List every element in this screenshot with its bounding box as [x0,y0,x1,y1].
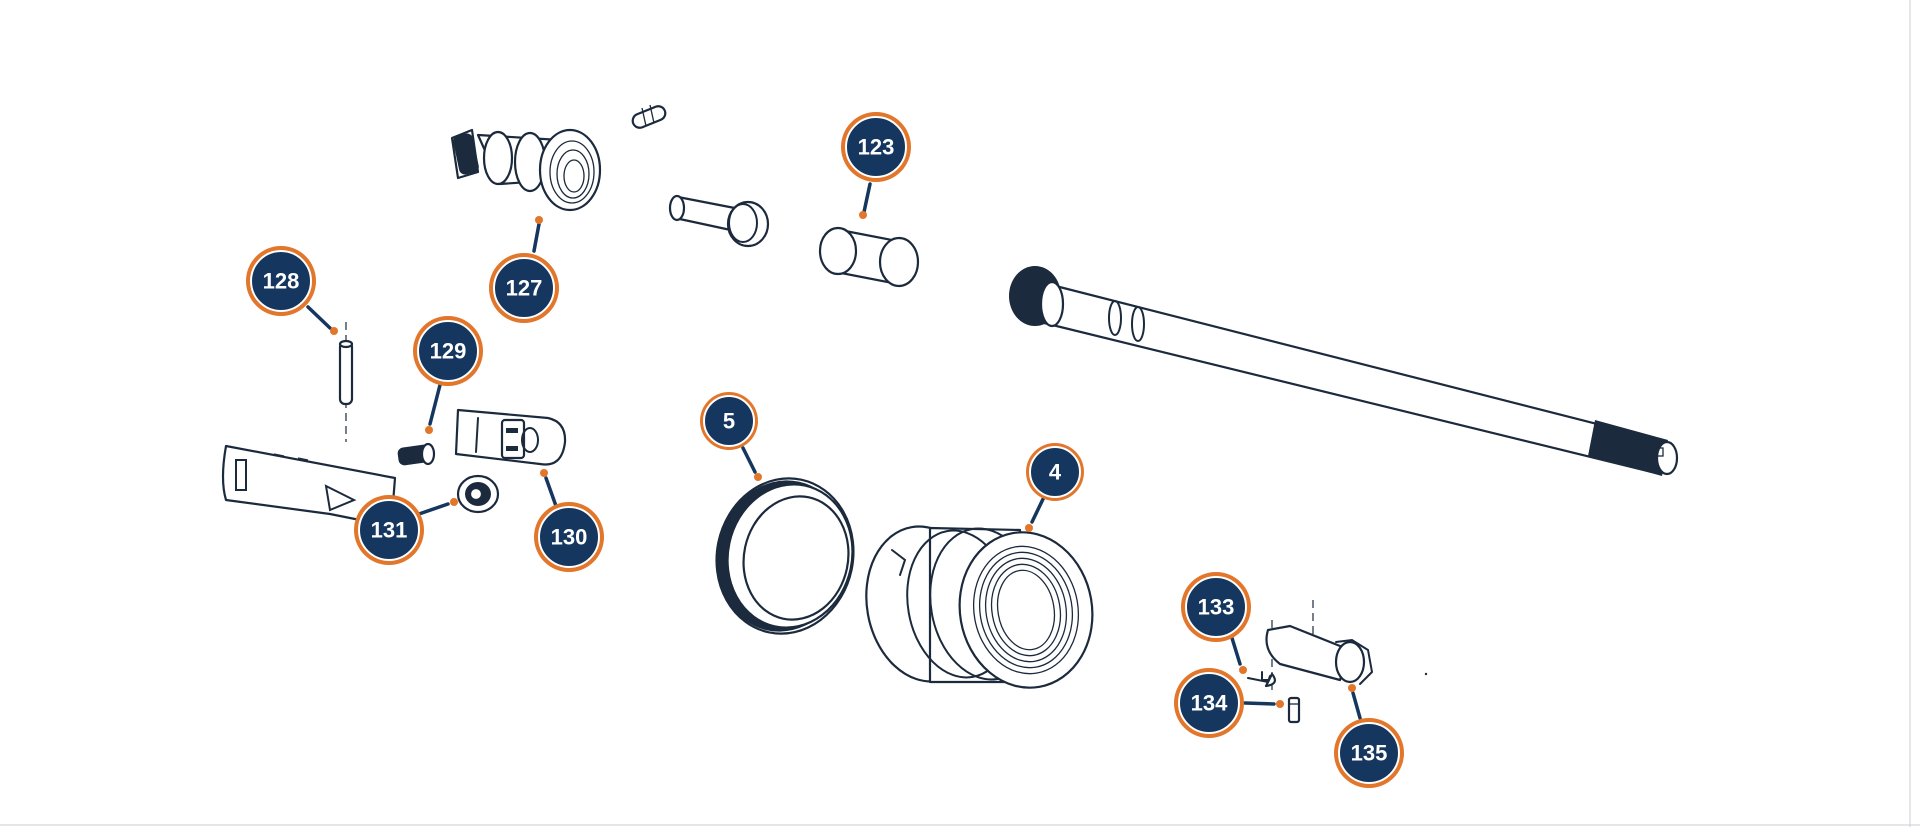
part-127-threaded-adapter [450,128,602,212]
leader-dot-129 [425,426,433,434]
part-4-threaded-collar [865,525,1094,689]
leader-dot-134 [1276,700,1284,708]
leader-128 [306,305,332,330]
leader-dot-123 [859,211,867,219]
leader-5 [741,446,757,474]
leader-127 [532,222,541,253]
callout-label-135: 135 [1351,741,1388,766]
leader-dot-4 [1025,524,1033,532]
leader-dot-130 [540,469,548,477]
part-long-threaded-rod [1009,266,1679,476]
callout-label-131: 131 [371,518,408,543]
callout-129[interactable]: 129 [413,316,483,386]
part-headed-pin [668,194,770,248]
leader-dot-135 [1348,684,1356,692]
leader-134 [1243,701,1276,706]
part-131-coil-spring [456,474,500,514]
leader-dot-133 [1239,666,1247,674]
part-128-vertical-pin [338,322,354,442]
part-123-cylinder [818,226,920,288]
leader-123 [862,182,872,214]
leader-4 [1030,495,1046,524]
callout-label-5: 5 [723,409,735,434]
part-130-latch-block [454,408,567,466]
part-134-small-block [1287,696,1301,724]
callout-label-4: 4 [1049,460,1062,485]
callout-130[interactable]: 130 [534,502,604,572]
callout-123[interactable]: 123 [841,112,911,182]
callout-label-130: 130 [551,525,588,550]
callout-5[interactable]: 5 [700,392,758,450]
part-135-lug-body [1265,600,1374,690]
leader-dot-127 [535,216,543,224]
part-5-knurled-ring [715,477,855,635]
part-129-small-spring [397,442,436,466]
stray-mark [1424,672,1428,676]
callout-label-133: 133 [1198,595,1235,620]
leader-135 [1351,691,1362,720]
leader-130 [544,476,558,508]
callout-134[interactable]: 134 [1174,668,1244,738]
callout-135[interactable]: 135 [1334,718,1404,788]
callout-label-128: 128 [263,269,300,294]
callout-128[interactable]: 128 [246,246,316,316]
leader-129 [428,383,442,426]
callout-label-134: 134 [1191,691,1228,716]
callout-133[interactable]: 133 [1181,572,1251,642]
leader-dot-5 [754,473,762,481]
leader-131 [417,502,450,516]
leader-dot-128 [330,327,338,335]
leader-dot-131 [450,498,458,506]
callout-label-123: 123 [858,135,895,160]
callout-131[interactable]: 131 [354,495,424,565]
callout-label-127: 127 [506,276,543,301]
callout-label-129: 129 [430,339,467,364]
part-small-pin [631,104,667,129]
leader-lines [306,182,1362,720]
part-133-wire-clip [1247,671,1276,688]
callout-127[interactable]: 127 [489,253,559,323]
leader-133 [1230,636,1242,666]
callout-4[interactable]: 4 [1026,443,1084,501]
